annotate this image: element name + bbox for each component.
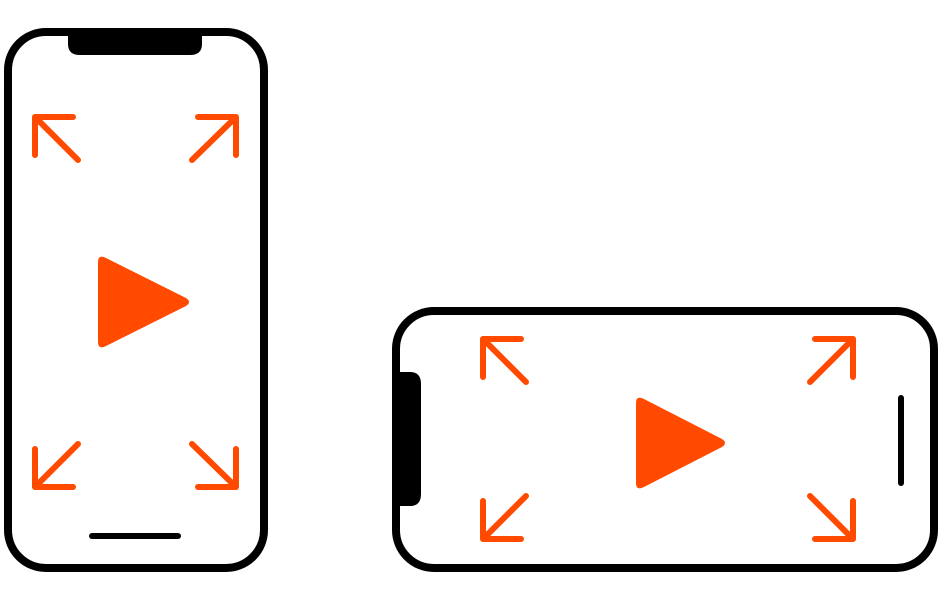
notch bbox=[68, 30, 202, 55]
arrow-bottom-left-icon bbox=[32, 441, 81, 490]
play-icon bbox=[636, 397, 725, 489]
play-icon bbox=[98, 256, 189, 348]
arrow-top-right-icon bbox=[189, 114, 239, 163]
portrait-phone bbox=[4, 28, 268, 572]
expand-arrows-icon bbox=[32, 114, 239, 490]
arrow-bottom-left-icon bbox=[480, 493, 529, 542]
arrow-top-left-icon bbox=[480, 336, 529, 385]
arrow-bottom-right-icon bbox=[807, 493, 856, 542]
notch bbox=[398, 372, 421, 506]
arrow-top-right-icon bbox=[807, 336, 856, 385]
landscape-phone bbox=[392, 307, 938, 572]
arrow-bottom-right-icon bbox=[189, 441, 239, 490]
arrow-top-left-icon bbox=[32, 114, 81, 163]
expand-arrows-icon bbox=[480, 336, 856, 542]
